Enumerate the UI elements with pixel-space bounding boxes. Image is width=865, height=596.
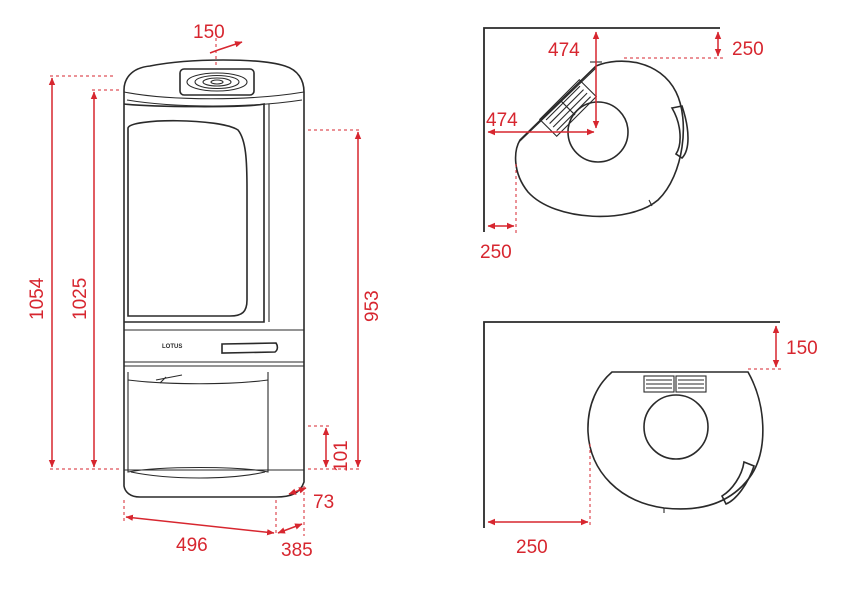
wall-stove-plan [587,371,764,510]
dim-wall-clear-back: 150 [786,338,818,359]
stove-door [123,103,265,323]
dim-line-width [125,514,275,536]
dim-corner-clear-top: 250 [732,39,764,60]
wall-handle [720,460,755,506]
dim-line-flue-offset [217,41,243,51]
dim-air-inlet-depth: 73 [313,492,334,513]
corner-handle [670,105,689,160]
front-view: LOTUS [123,59,305,498]
back-wall [483,321,780,528]
dim-depth: 385 [281,540,313,561]
dim-corner-flue-h: 474 [486,110,518,131]
dim-corner-flue-v: 474 [548,40,580,61]
dim-corner-clear-left: 250 [480,242,512,263]
corner-top-grille [538,78,598,138]
front-dimensions: 1054 1025 150 953 101 73 496 385 [27,22,383,561]
dim-wall-clear-side: 250 [516,537,548,558]
dim-line-depth [277,523,303,534]
top-grille [179,68,255,96]
wall-flue-circle [643,394,709,460]
dim-flue-offset: 150 [193,22,225,43]
door-handle [221,342,279,354]
wall-install-view: 150 250 [483,321,818,558]
stove-body-outline [123,59,305,498]
storage-compartment [127,372,269,473]
door-glass [127,119,248,317]
corner-walls [483,27,720,232]
corner-install-view: 474 474 250 250 [480,27,764,263]
dim-total-height: 1054 [27,277,48,320]
dim-width: 496 [176,535,208,556]
logo-text: LOTUS [162,344,182,350]
dim-door-to-base: 953 [362,290,383,322]
dim-air-inlet-height: 101 [331,440,352,472]
corner-stove-plan [514,60,685,218]
top-rim-line [123,91,305,100]
dim-body-height: 1025 [70,278,91,320]
wall-top-grille [643,375,707,393]
dim-line-air-inlet-depth [288,487,307,495]
